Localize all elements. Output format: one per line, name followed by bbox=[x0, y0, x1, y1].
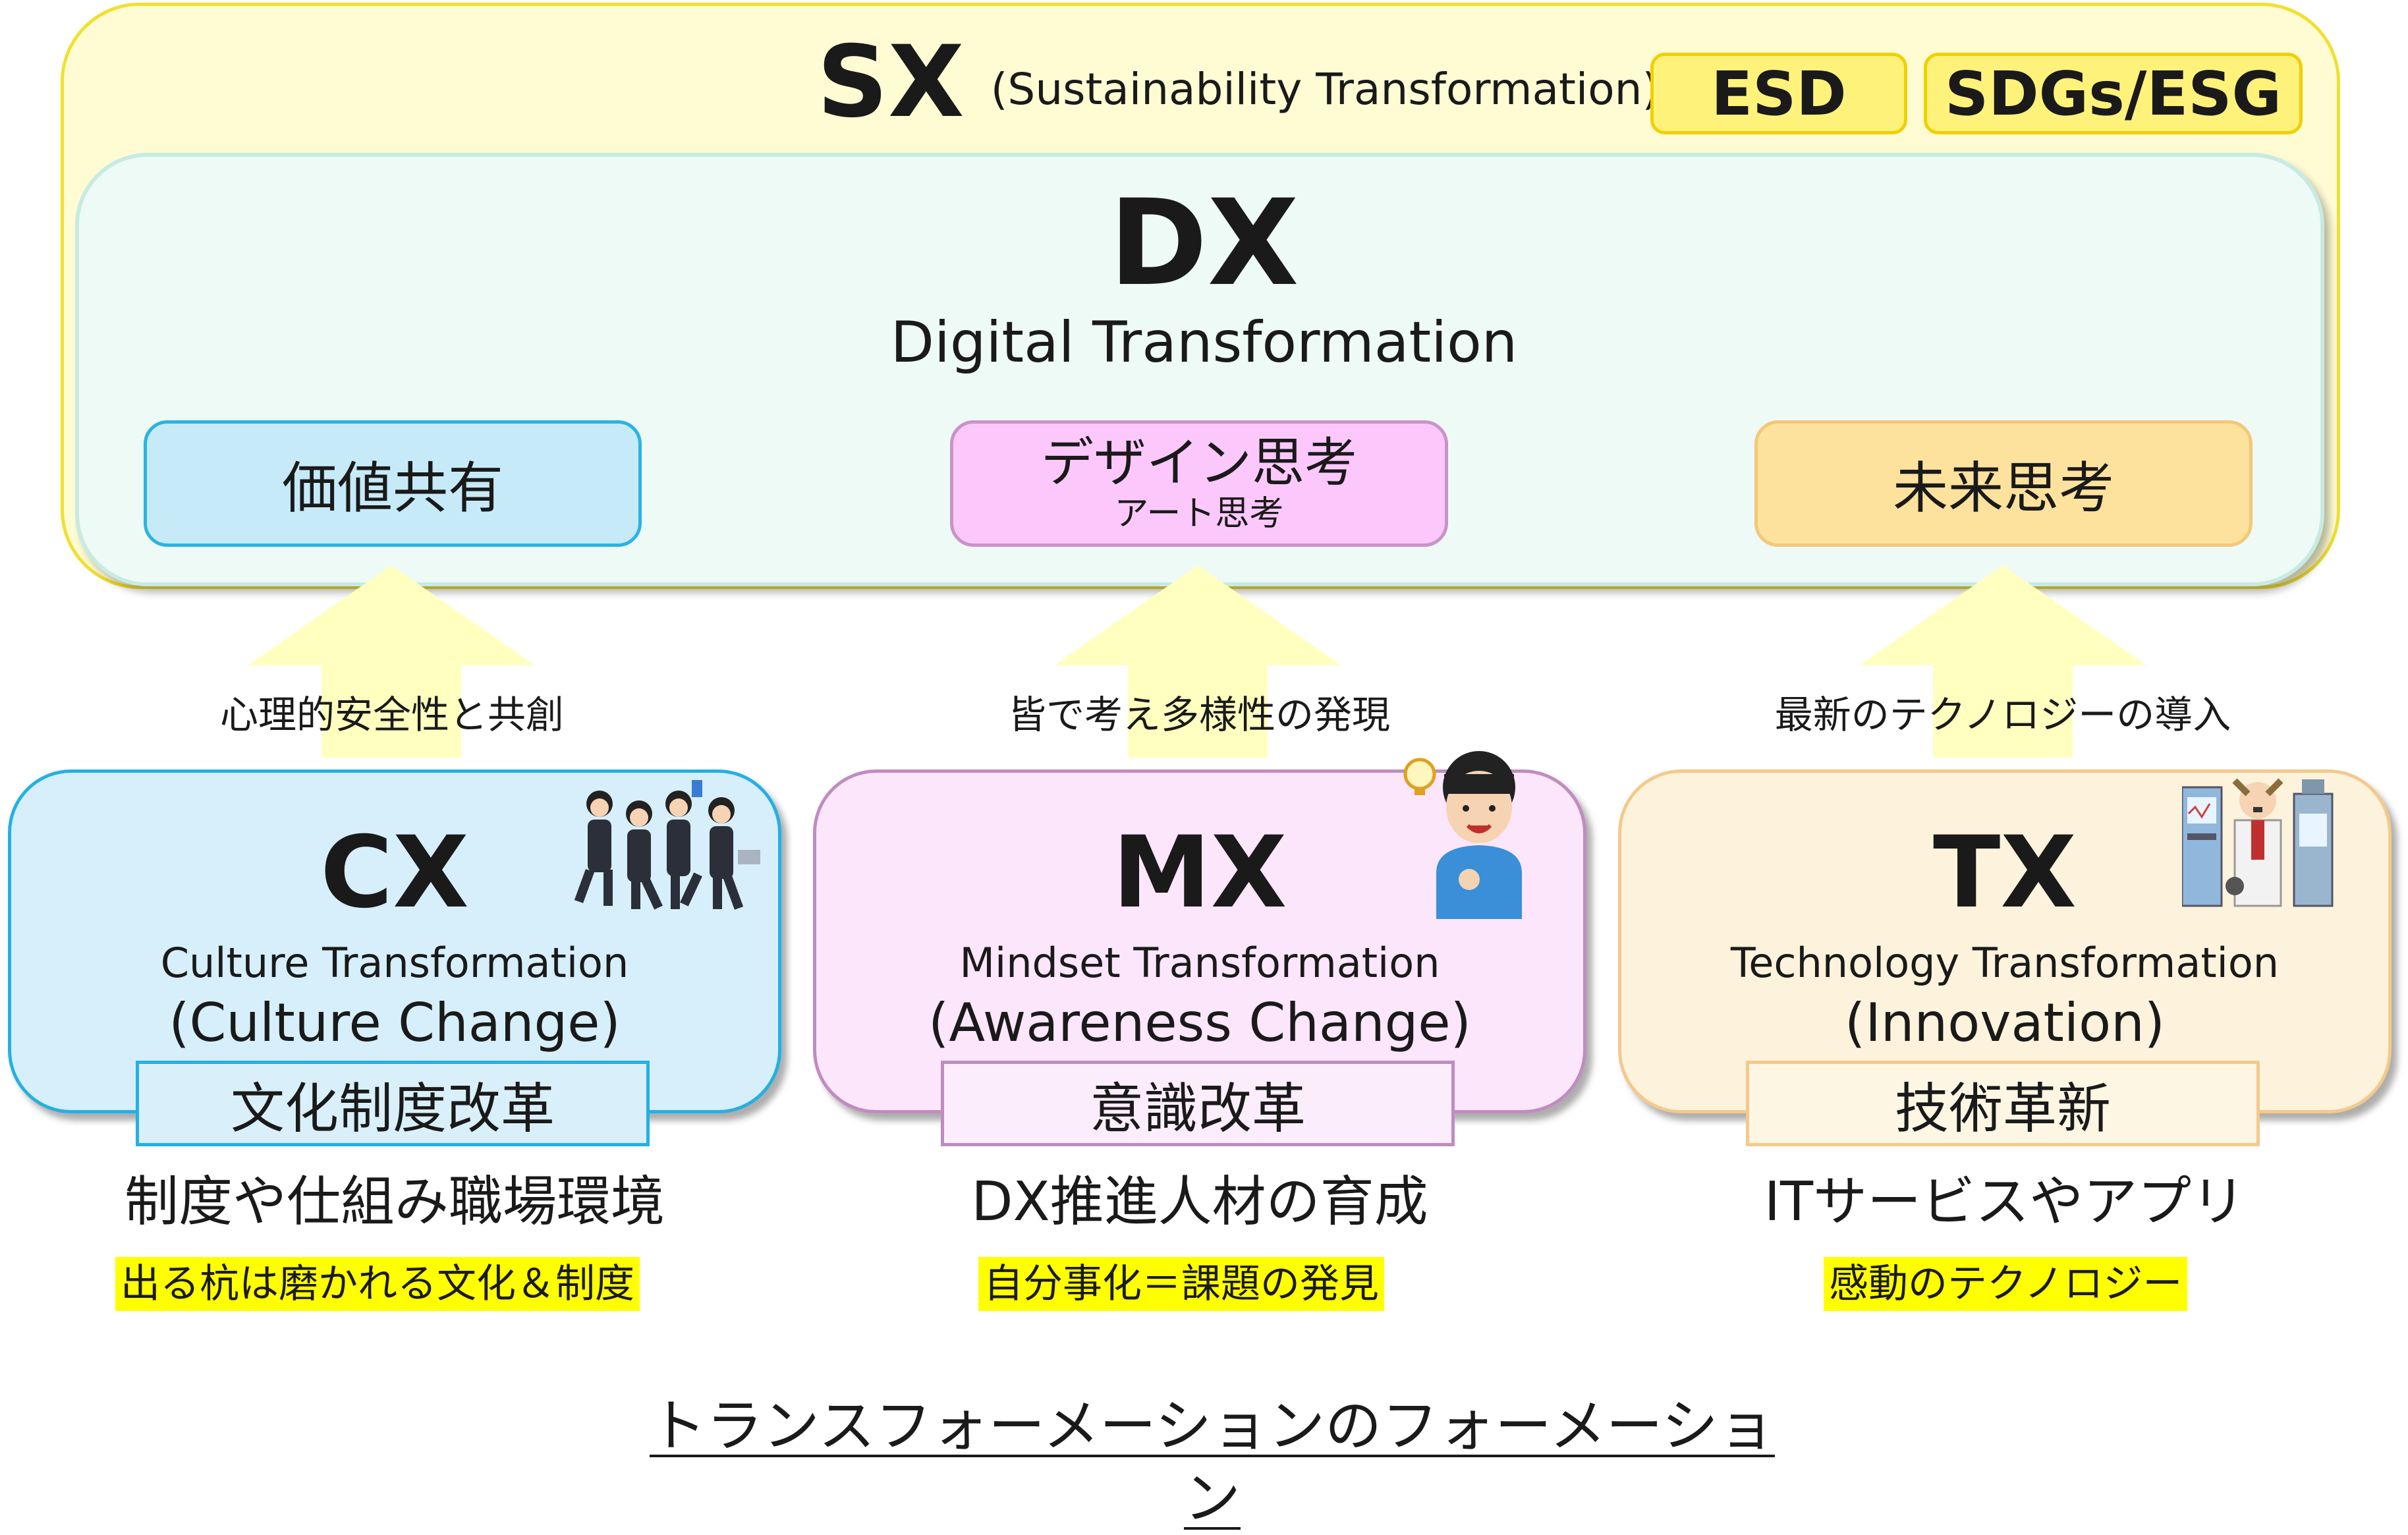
sx-title: SX (Sustainability Transformation) bbox=[817, 25, 1660, 140]
cx-box bbox=[8, 769, 781, 1113]
mx-tag: 意識改革 bbox=[941, 1061, 1455, 1146]
sx-abbr: SX bbox=[817, 25, 965, 140]
cx-description: 制度や仕組み職場環境 bbox=[124, 1171, 665, 1233]
footer-caption: トランスフォーメーションのフォーメーション bbox=[650, 1393, 1775, 1532]
tx-full-name: Technology Transformation bbox=[1730, 939, 2280, 987]
tx-abbr: TX bbox=[1933, 816, 2077, 930]
person-idea-bulb-icon bbox=[1403, 751, 1522, 919]
mx-subtitle: (Awareness Change) bbox=[928, 992, 1471, 1053]
sdgs-esg-tag: SDGs/ESG bbox=[1924, 53, 2303, 134]
arrow-up-tx bbox=[1859, 565, 2146, 758]
office-team-running-icon bbox=[574, 780, 760, 910]
scientist-machines-icon bbox=[2182, 778, 2334, 907]
cx-abbr: CX bbox=[320, 816, 469, 930]
esd-tag: ESD bbox=[1650, 53, 1907, 134]
arrow-up-mx bbox=[1054, 565, 1341, 758]
art-thinking-label: アート思考 bbox=[1114, 494, 1284, 534]
tx-description: ITサービスやアプリ bbox=[1764, 1171, 2246, 1233]
tech-adoption-label: 最新のテクノロジーの導入 bbox=[1774, 692, 2231, 737]
tx-highlight: 感動のテクノロジー bbox=[1824, 1257, 2188, 1311]
arrow-up-cx bbox=[248, 565, 535, 758]
tx-tag: 技術革新 bbox=[1746, 1061, 2260, 1146]
psych-safety-label: 心理的安全性と共創 bbox=[219, 692, 564, 737]
mx-abbr: MX bbox=[1112, 816, 1287, 930]
mx-description: DX推進人材の育成 bbox=[971, 1171, 1428, 1233]
dx-full-name: Digital Transformation bbox=[890, 310, 1518, 376]
cx-highlight: 出る杭は磨かれる文化＆制度 bbox=[115, 1257, 640, 1311]
dx-abbr: DX bbox=[1109, 175, 1299, 312]
future-thinking-pill: 未来思考 bbox=[1754, 420, 2253, 547]
value-sharing-pill: 価値共有 bbox=[144, 420, 642, 547]
mx-highlight: 自分事化＝課題の発見 bbox=[978, 1257, 1384, 1311]
design-thinking-label: デザイン思考 bbox=[1041, 432, 1357, 493]
tx-subtitle: (Innovation) bbox=[1845, 992, 2165, 1053]
cx-tag: 文化制度改革 bbox=[136, 1061, 650, 1146]
design-thinking-pill: デザイン思考 アート思考 bbox=[950, 420, 1448, 547]
sx-full-name: (Sustainability Transformation) bbox=[990, 63, 1660, 115]
cx-full-name: Culture Transformation bbox=[160, 939, 629, 987]
diversity-label: 皆で考え多様性の発現 bbox=[1007, 692, 1390, 737]
arrows-layer bbox=[248, 565, 2146, 758]
mx-full-name: Mindset Transformation bbox=[959, 939, 1440, 987]
cx-subtitle: (Culture Change) bbox=[169, 992, 621, 1053]
